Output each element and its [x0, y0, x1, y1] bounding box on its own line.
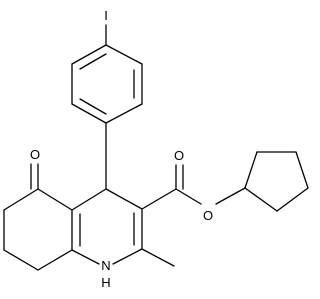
bond-c8a-n — [71, 249, 100, 265]
bond-ring-bottom-right — [105, 103, 143, 124]
bond-ring-top-right — [105, 44, 143, 65]
bond-c4-c4a — [71, 188, 107, 211]
cyclohexanone-ring — [3, 163, 73, 271]
bond-ether-o-cyclopentyl — [215, 187, 246, 205]
bond-ring-inner-bottom — [79, 98, 107, 115]
bond-cp-3 — [295, 151, 309, 189]
bond-ring-bottom-left — [71, 103, 107, 124]
ester-carbonyl-oxygen-label: O — [174, 148, 184, 163]
molecule-structure: I O O O N H — [3, 8, 309, 290]
bond-cp-5 — [244, 187, 278, 212]
bond-cp-1 — [244, 151, 258, 189]
cyclopentyl-ring — [244, 151, 309, 212]
ketone-oxygen-label: O — [30, 147, 40, 162]
bond-c4a-c5 — [37, 188, 73, 211]
bond-n-c2 — [112, 248, 143, 265]
bond-c8-c8a — [37, 249, 73, 271]
bond-c3-carbonyl — [141, 188, 177, 210]
bond-c7-c8 — [3, 249, 39, 271]
quinoline-core — [71, 122, 175, 267]
iodophenyl-ring — [71, 24, 143, 124]
ester-group — [141, 164, 246, 210]
ester-ether-oxygen-label: O — [203, 208, 213, 223]
amine-hydrogen-label: H — [101, 275, 110, 290]
bond-c5-c6 — [3, 188, 39, 211]
amine-nitrogen-label: N — [101, 258, 110, 273]
bond-c2-methyl — [141, 248, 175, 267]
bond-c4-c3 — [105, 188, 143, 210]
iodine-label: I — [104, 8, 108, 23]
bond-ring-inner-top — [79, 53, 107, 70]
bond-cp-4 — [276, 187, 309, 212]
bond-ring-top-left — [71, 44, 107, 65]
bond-carbonyl-ether-o — [175, 188, 202, 205]
